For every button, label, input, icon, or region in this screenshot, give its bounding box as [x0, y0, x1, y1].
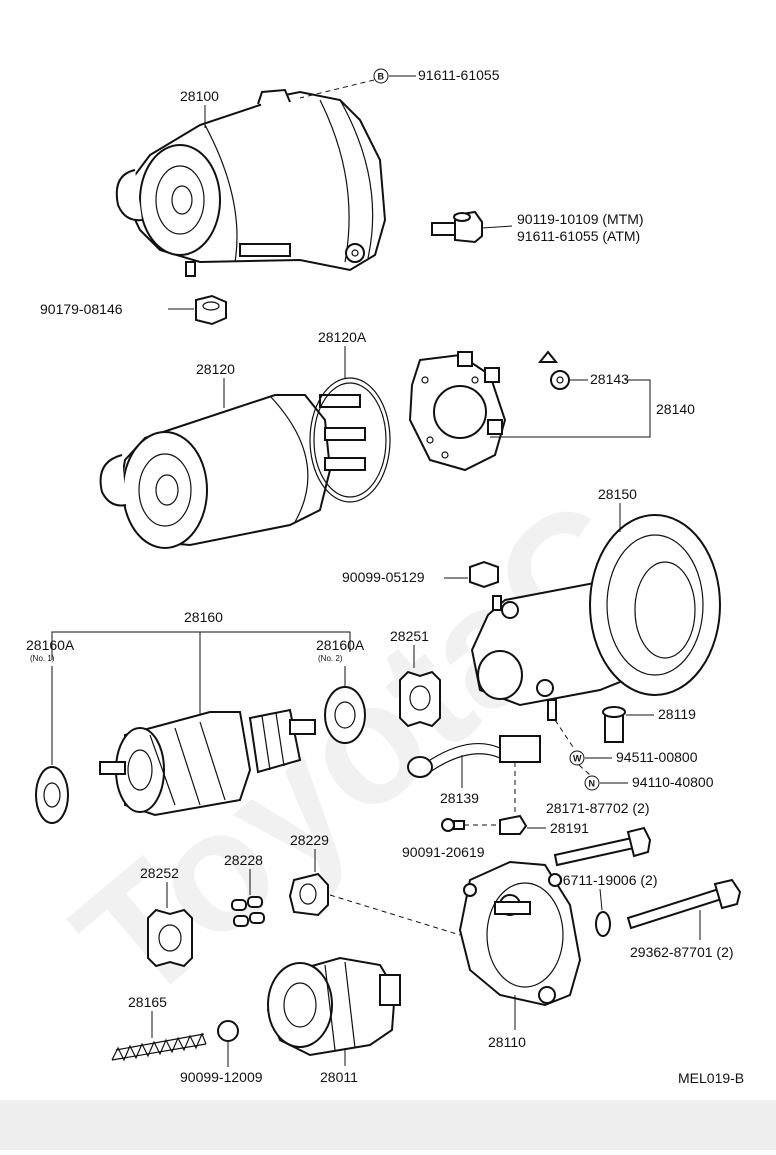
bolt-90119-drawing — [431, 210, 483, 244]
circle-marker-b-letter: B — [378, 72, 385, 82]
terminal-28191-drawing — [499, 814, 528, 835]
label-90099-12009: 90099-12009 — [180, 1069, 263, 1085]
label-28119: 28119 — [658, 706, 696, 722]
label-28160a-no2-sub: (No. 2) — [318, 654, 343, 663]
idler-gear-28251-drawing — [399, 670, 441, 728]
diagram-code: MEL019-B — [678, 1070, 744, 1086]
bearing-no2-drawing — [324, 686, 366, 744]
label-28171-87702: 28171-87702 (2) — [546, 800, 650, 816]
starter-clutch-28011-drawing — [266, 956, 401, 1057]
label-96711-19006: 96711-19006 (2) — [555, 872, 657, 888]
bearing-no1-drawing — [35, 766, 69, 824]
circle-marker-b — [373, 68, 389, 84]
label-28110: 28110 — [488, 1034, 526, 1050]
spring-28165-drawing — [111, 1032, 207, 1062]
bolt-29362-drawing — [626, 878, 742, 930]
ball-90099-12009-drawing — [217, 1020, 239, 1042]
brush-spring-drawing — [537, 350, 570, 390]
label-28160a-no1-sub: (No. 1) — [30, 654, 55, 663]
label-28252: 28252 — [140, 865, 179, 881]
label-29362-87701: 29362-87701 (2) — [630, 944, 734, 960]
label-28160: 28160 — [184, 609, 223, 625]
label-28228: 28228 — [224, 852, 263, 868]
label-28120: 28120 — [196, 361, 235, 377]
brush-holder-drawing — [408, 351, 507, 472]
nut-90099-05129-drawing — [469, 560, 499, 589]
label-28120a: 28120A — [318, 329, 367, 345]
label-28150: 28150 — [598, 486, 637, 502]
yoke-drawing — [99, 377, 391, 549]
label-28143: 28143 — [590, 371, 629, 387]
circle-marker-n-letter: N — [589, 779, 596, 789]
screw-90091-drawing — [441, 818, 465, 832]
label-28251: 28251 — [390, 628, 429, 644]
label-28139: 28139 — [440, 790, 479, 806]
washer-96711-drawing — [595, 911, 611, 937]
label-28160a-no1: 28160A — [26, 637, 75, 653]
retainer-28229-drawing — [288, 872, 329, 917]
starter-housing-drawing — [470, 514, 721, 721]
gear-28252-drawing — [147, 908, 193, 968]
clutch-housing-28110-drawing — [458, 860, 582, 1007]
label-90179-08146: 90179-08146 — [40, 301, 123, 317]
label-28191: 28191 — [550, 820, 589, 836]
through-bolt-28171-drawing — [553, 826, 652, 867]
label-28140: 28140 — [656, 401, 695, 417]
rollers-28228-drawing — [231, 896, 265, 927]
label-28229: 28229 — [290, 832, 329, 848]
starter-assembly-drawing — [115, 88, 387, 277]
armature-drawing — [99, 708, 316, 817]
label-94511-00800: 94511-00800 — [616, 749, 698, 765]
circle-marker-w-letter: W — [573, 754, 582, 764]
label-90119-10109: 90119-10109 (MTM) — [517, 211, 644, 227]
label-28100: 28100 — [180, 88, 219, 104]
label-90091-20619: 90091-20619 — [402, 844, 485, 860]
circle-marker-n — [584, 775, 600, 791]
label-94110-40800: 94110-40800 — [632, 774, 714, 790]
lead-wire-28139-drawing — [407, 735, 541, 778]
bottom-band — [0, 1100, 776, 1150]
circle-marker-w — [569, 750, 585, 766]
pin-28119-drawing — [602, 706, 626, 743]
label-90099-05129: 90099-05129 — [342, 569, 425, 585]
label-91611-61055-atm: 91611-61055 (ATM) — [517, 228, 640, 244]
label-91611-61055-b: 91611-61055 — [418, 67, 500, 83]
label-28165: 28165 — [128, 994, 167, 1010]
label-28011: 28011 — [320, 1069, 358, 1085]
label-28160a-no2: 28160A — [316, 637, 365, 653]
